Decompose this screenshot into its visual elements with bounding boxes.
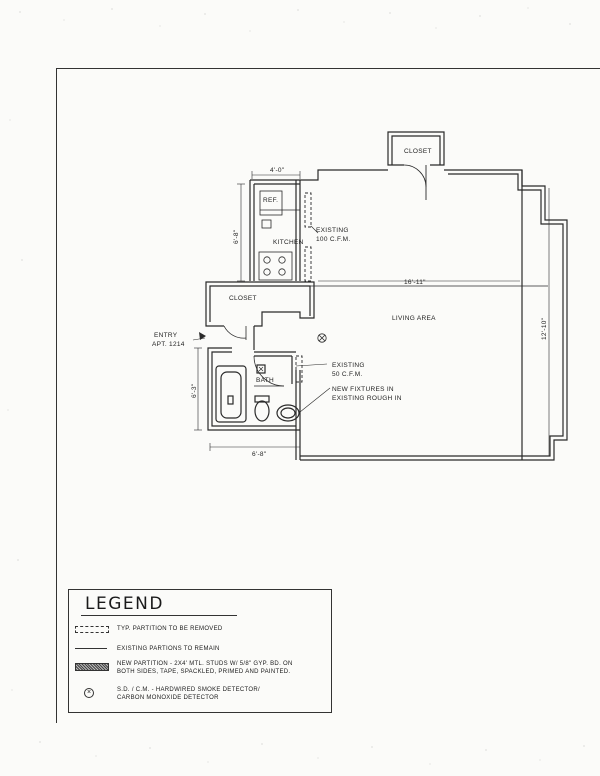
bath-label: BATH (256, 377, 274, 384)
legend-item-text: TYP. PARTITION TO BE REMOVED (117, 626, 223, 632)
entry-label-line1: ENTRY (154, 332, 178, 339)
removed-partitions (295, 192, 312, 383)
legend-title: LEGEND (85, 594, 164, 614)
entry-closet-label: CLOSET (229, 295, 257, 302)
dim-bath-width: 6'-8" (252, 451, 267, 458)
kitchen-label: KITCHEN (273, 239, 304, 246)
bath-exhaust-note-line1: EXISTING (332, 362, 365, 369)
legend-box: LEGEND TYP. PARTITION TO BE REMOVED EXIS… (68, 589, 332, 713)
smoke-detector-icon: × (84, 688, 94, 698)
dim-kitchen-width: 4'-0" (270, 167, 285, 174)
legend-item-smoke: × S.D. / C.M. - HARDWIRED SMOKE DETECTOR… (69, 686, 331, 704)
dashed-partition-icon (75, 626, 109, 633)
dim-kitchen-depth: 6'-8" (233, 229, 240, 244)
legend-item-text-line2: BOTH SIDES, TAPE, SPACKLED, PRIMED AND P… (117, 669, 291, 675)
living-area-label: LIVING AREA (392, 315, 436, 322)
bath-walls (207, 347, 300, 431)
exterior-walls (249, 169, 568, 461)
fixtures-note-line2: EXISTING ROUGH IN (332, 395, 402, 402)
dim-bath-depth: 6'-3" (191, 383, 198, 398)
smoke-detector-symbol (317, 333, 327, 343)
legend-item-new: NEW PARTITION - 2X4' MTL. STUDS W/ 5/8" … (69, 660, 331, 678)
legend-item-text: EXISTING PARTIONS TO REMAIN (117, 646, 220, 652)
legend-item-text-line2: CARBON MONOXIDE DETECTOR (117, 695, 219, 701)
bath-exhaust-note-line2: 50 C.F.M. (332, 371, 363, 378)
entry-closet-walls (205, 281, 315, 350)
legend-item-text-line1: NEW PARTITION - 2X4' MTL. STUDS W/ 5/8" … (117, 661, 293, 667)
legend-item-text-line1: S.D. / C.M. - HARDWIRED SMOKE DETECTOR/ (117, 687, 260, 693)
solid-line-icon (75, 648, 107, 649)
dimension-lines (194, 171, 550, 456)
dim-living-width: 16'-11" (404, 279, 426, 286)
sheet-border (56, 68, 600, 723)
kitchen-exhaust-note-line2: 100 C.F.M. (316, 236, 350, 243)
ref-label: REF. (263, 197, 278, 204)
entry-arrow-head (199, 332, 206, 340)
kitchen-exhaust-note-line1: EXISTING (316, 227, 349, 234)
leader-lines (192, 225, 331, 413)
dim-living-depth: 12'-10" (541, 317, 548, 340)
kitchen-fixtures (258, 190, 300, 281)
legend-item-removed: TYP. PARTITION TO BE REMOVED (69, 622, 331, 636)
top-closet-walls (387, 131, 445, 200)
legend-item-existing: EXISTING PARTIONS TO REMAIN (69, 642, 331, 656)
top-closet-label: CLOSET (404, 148, 432, 155)
entry-label-line2: APT. 1214 (152, 341, 185, 348)
fixtures-note-line1: NEW FIXTURES IN (332, 386, 394, 393)
hatched-partition-icon (75, 663, 109, 671)
legend-title-underline (81, 615, 237, 616)
